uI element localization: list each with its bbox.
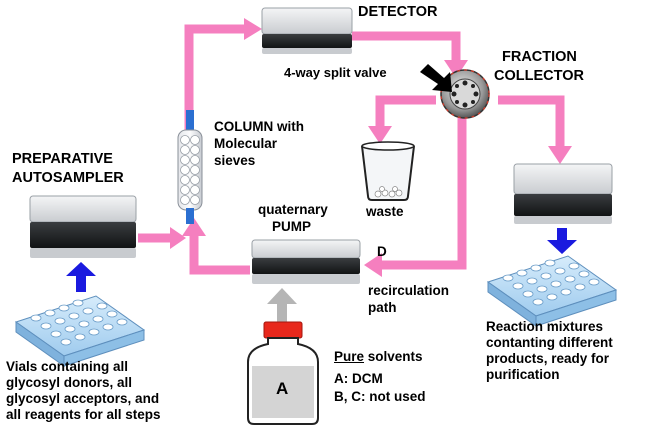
pump-label-line1: quaternary (258, 202, 328, 217)
flow-valve-to-collector (498, 95, 565, 152)
vials-caption-line2: glycosyl donors, all (6, 375, 133, 390)
reaction-caption-line4: purification (486, 367, 560, 382)
column-with-sieves (177, 110, 203, 224)
vial-rack-right (486, 255, 618, 327)
arrow-bottle-to-pump (267, 288, 297, 322)
arrowhead-to-pump (364, 253, 382, 277)
column-label-line1: COLUMN with (214, 119, 304, 134)
autosampler-label-line1: PREPARATIVE (12, 151, 113, 167)
flow-recirculation (378, 118, 467, 270)
flow-arrowheads (170, 18, 572, 277)
d-marker: D (377, 244, 387, 259)
pump-label-line2: PUMP (272, 219, 312, 234)
detector-label: DETECTOR (358, 4, 438, 20)
arrowhead-to-waste (368, 126, 392, 144)
autosampler-label-line2: AUTOSAMPLER (12, 170, 124, 186)
solvents-heading: Pure solvents (334, 349, 423, 365)
solvents-heading-pure: Pure (334, 349, 365, 364)
valve-pointer-arrow (420, 64, 452, 92)
reaction-caption-line3: products, ready for (486, 351, 610, 366)
arrowhead-to-detector (244, 18, 262, 40)
solvents-heading-rest: solvents (364, 349, 423, 364)
waste-label: waste (366, 204, 404, 219)
flow-paths (138, 24, 565, 275)
arrow-collector-to-vials (547, 228, 577, 254)
fraction-collector-label-line1: FRACTION (502, 49, 577, 65)
detector-instrument (261, 7, 353, 54)
vials-caption-line3: glycosyl acceptors, and (6, 391, 160, 406)
arrowhead-to-column-from-pump (182, 218, 206, 236)
vials-caption-line4: all reagents for all steps (6, 407, 161, 422)
waste-beaker (361, 141, 415, 201)
recirculation-label-line2: path (368, 300, 397, 315)
flow-detector-to-valve (352, 31, 461, 64)
solvent-bottle (247, 321, 319, 425)
reaction-caption-line2: contanting different (486, 335, 613, 350)
solvent-bc-label: B, C: not used (334, 389, 426, 404)
fraction-collector-instrument (513, 163, 613, 224)
reaction-caption-line1: Reaction mixtures (486, 319, 604, 334)
pump-instrument (251, 239, 361, 284)
column-label-line3: sieves (214, 153, 256, 168)
split-valve (440, 69, 490, 119)
arrow-vials-to-autosampler (66, 262, 96, 292)
flow-pump-to-column (189, 232, 250, 275)
bottle-letter: A (276, 379, 289, 398)
solvent-a-label: A: DCM (334, 371, 383, 386)
flow-column-to-detector (184, 24, 246, 140)
arrowhead-to-collector (548, 146, 572, 164)
vials-caption-line1: Vials containing all (6, 359, 129, 374)
column-label-line2: Molecular (214, 136, 278, 151)
recirculation-label-line1: recirculation (368, 283, 450, 298)
flow-valve-to-waste (375, 95, 436, 130)
arrowhead-to-column-from-autosampler (170, 227, 186, 249)
fraction-collector-label-line2: COLLECTOR (494, 68, 584, 84)
split-valve-label: 4-way split valve (284, 65, 387, 80)
arrowhead-to-valve (444, 60, 468, 78)
autosampler-instrument (29, 195, 137, 258)
blue-arrows (66, 228, 577, 292)
vial-rack-left (14, 295, 146, 367)
